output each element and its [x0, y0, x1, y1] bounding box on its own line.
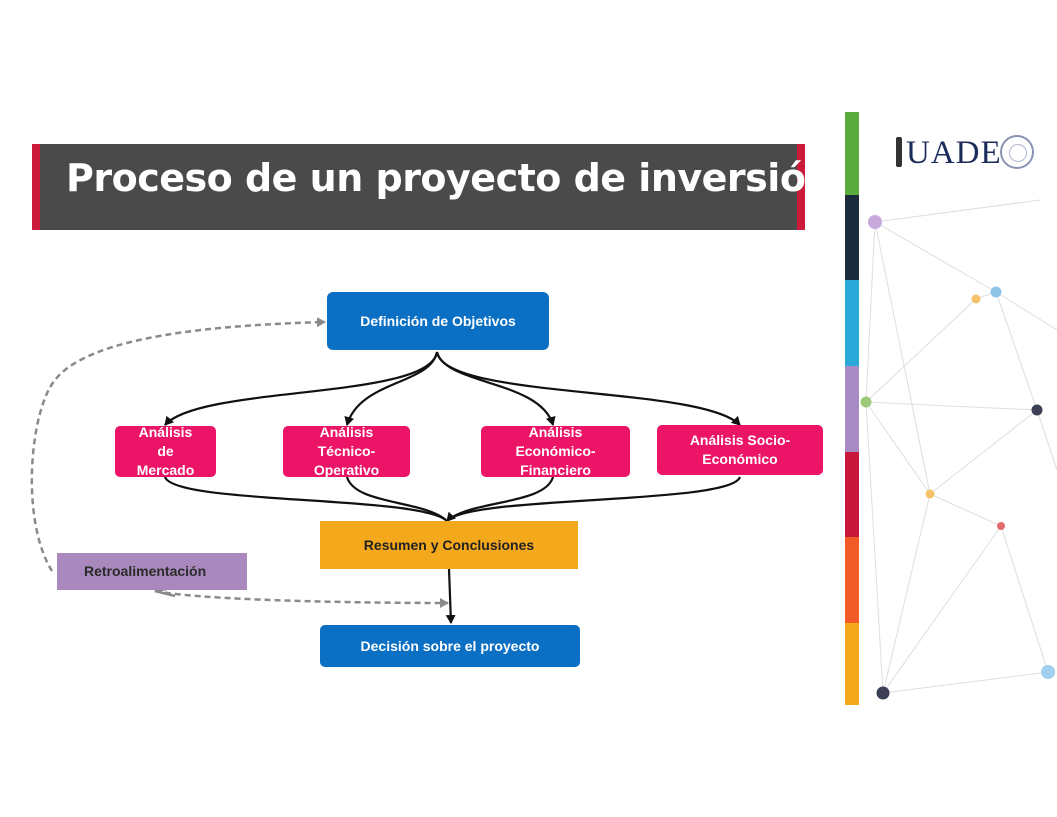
arrow-resumen-decision	[445, 568, 456, 624]
network-node	[971, 294, 981, 304]
strip-cyan	[845, 280, 859, 366]
network-node	[997, 522, 1005, 530]
feedback-decision-retro	[154, 589, 449, 608]
node-analisis-socio: Análisis Socio-Económico	[657, 425, 823, 475]
university-seal-icon	[1000, 135, 1034, 169]
node-definicion-objetivos: Definición de Objetivos	[327, 292, 549, 350]
node-decision-proyecto: Decisión sobre el proyecto	[320, 625, 580, 667]
node-resumen-conclusiones: Resumen y Conclusiones	[320, 521, 578, 569]
logo-bar-icon	[896, 137, 902, 167]
arrow-objetivos-socio	[435, 351, 741, 426]
arrow-tecnico-resumen	[345, 476, 448, 522]
arrow-mercado-resumen	[163, 476, 448, 522]
arrow-objetivos-tecnico	[344, 351, 439, 426]
network-node	[1031, 404, 1043, 416]
title-banner: Proceso de un proyecto de inversión	[32, 144, 832, 230]
strip-navy	[845, 195, 859, 280]
node-analisis-mercado: Análisis de Mercado	[115, 424, 216, 478]
network-node	[925, 489, 935, 499]
network-node	[868, 215, 882, 229]
strip-orange	[845, 537, 859, 623]
strip-yellow	[845, 623, 859, 705]
network-node	[876, 686, 890, 700]
arrow-objetivos-economico	[435, 351, 556, 426]
arrow-socio-resumen	[446, 476, 742, 522]
strip-lilac	[845, 366, 859, 452]
page-title: Proceso de un proyecto de inversión	[66, 156, 832, 200]
logo-text: UADE	[906, 135, 1002, 171]
uade-logo: UADE	[896, 133, 1034, 173]
network-node	[990, 286, 1002, 298]
network-node	[860, 396, 872, 408]
strip-green	[845, 112, 859, 195]
node-retroalimentacion: Retroalimentación	[57, 553, 247, 590]
arrow-objetivos-mercado	[164, 351, 439, 426]
feedback-retro-objetivos	[30, 317, 326, 572]
node-analisis-tecnico: Análisis Técnico-Operativo	[283, 424, 410, 478]
network-decoration	[865, 199, 1057, 694]
network-node	[1041, 665, 1055, 679]
node-analisis-economico: Análisis Económico-Financiero	[481, 424, 630, 478]
strip-red	[845, 452, 859, 537]
